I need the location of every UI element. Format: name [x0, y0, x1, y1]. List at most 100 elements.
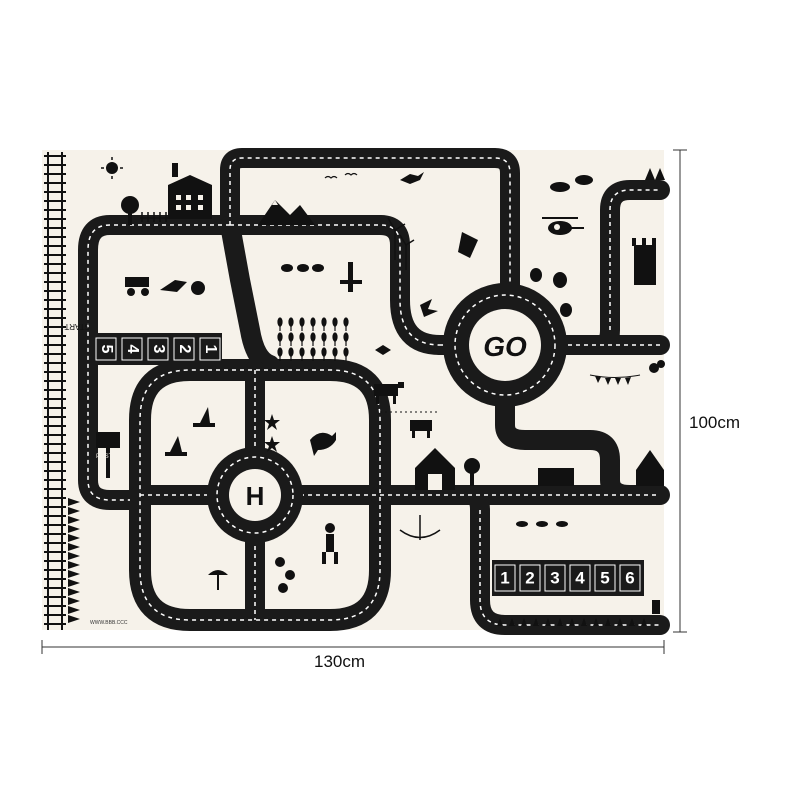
parking-slot: [519, 564, 541, 592]
small-tree: [521, 618, 527, 626]
footer-text: WWW.BBB.CCC: [90, 620, 128, 626]
sailboat-icon: [165, 407, 215, 456]
triangle-mark: [68, 552, 80, 560]
small-tree: [617, 618, 623, 626]
wheat-head: [310, 347, 316, 357]
wheat-head: [299, 332, 305, 342]
wheat-head: [277, 332, 283, 342]
cow-icon: [410, 420, 432, 438]
small-tree: [545, 618, 551, 626]
flag-bunting-icon: [458, 232, 478, 258]
footer-mark: [652, 600, 660, 614]
wheat-head: [332, 332, 338, 342]
mountain-icon: [258, 200, 315, 225]
dolphin-icon: [310, 432, 336, 456]
bird-icon: [420, 299, 438, 317]
wheat-head: [332, 347, 338, 357]
parking-slot: [121, 337, 143, 361]
small-tree: [605, 618, 611, 626]
wheat-head: [277, 347, 283, 357]
parking-number: 1: [500, 568, 509, 587]
triangle-mark: [68, 597, 80, 605]
circus-tent-icon: [636, 450, 664, 486]
wheat-head: [288, 347, 294, 357]
triangle-border: [68, 498, 80, 623]
parking-number: 4: [124, 345, 141, 354]
wheat-head: [332, 317, 338, 327]
fence-icon: [140, 212, 168, 222]
tree-icon: [464, 458, 480, 486]
star-icon: [264, 414, 280, 452]
tree-icon: [645, 168, 665, 180]
house-icon: [168, 163, 212, 219]
parking-number: 3: [550, 568, 559, 587]
small-tree: [569, 618, 575, 626]
small-tree: [641, 618, 647, 626]
triangle-mark: [68, 516, 80, 524]
parking-slot: [494, 564, 516, 592]
small-tree: [509, 618, 515, 626]
small-tree: [581, 618, 587, 626]
windmill-icon: [387, 217, 415, 270]
cow-icon: [374, 382, 404, 404]
wheat-icon: [277, 317, 349, 361]
width-label: 130cm: [314, 652, 366, 671]
parking-slot: [173, 337, 195, 361]
castle-icon: [632, 238, 656, 285]
person-icon: [340, 262, 362, 292]
tree-icon: [497, 618, 647, 626]
wheat-head: [299, 347, 305, 357]
triangle-mark: [68, 615, 80, 623]
triangle-mark: [68, 570, 80, 578]
bird-icon: [400, 172, 424, 184]
wheat-head: [343, 347, 349, 357]
parking-slot: [199, 337, 221, 361]
small-tree: [533, 618, 539, 626]
triangle-mark: [68, 498, 80, 506]
tractor-icon: [125, 277, 205, 296]
mailbox-icon: [96, 432, 120, 478]
triangle-mark: [68, 588, 80, 596]
parking-number: 5: [600, 568, 609, 587]
triangle-mark: [68, 525, 80, 533]
wheat-head: [288, 332, 294, 342]
log-pile-icon: [538, 468, 574, 486]
person-icon: [322, 523, 338, 564]
parking-slot: [594, 564, 616, 592]
barn-icon: [415, 448, 455, 490]
wheat-head: [343, 317, 349, 327]
cloud-icon: [550, 175, 593, 192]
height-dimension-line: [673, 149, 687, 633]
parking-slot: [544, 564, 566, 592]
parking-slot: [95, 337, 117, 361]
width-dimension-line: [41, 640, 665, 654]
triangle-mark: [68, 579, 80, 587]
post-label: POST: [96, 454, 113, 460]
flag-bunting-icon: [589, 374, 641, 385]
balloon-icon: [530, 268, 572, 317]
parking-number: 1: [202, 345, 219, 354]
wheat-head: [321, 332, 327, 342]
go-roundabout: [443, 283, 567, 407]
small-tree: [557, 618, 563, 626]
triangle-mark: [68, 507, 80, 515]
parking-number: 2: [176, 345, 193, 354]
parking-number: 5: [98, 345, 115, 354]
wheat-head: [321, 347, 327, 357]
swing-icon: [399, 515, 441, 540]
parking-slot: [569, 564, 591, 592]
helicopter-icon: [542, 217, 584, 235]
umbrella-icon: [208, 570, 228, 590]
small-tree: [593, 618, 599, 626]
sun-icon: [101, 157, 123, 179]
bird-icon: [324, 172, 358, 179]
wheat-head: [310, 332, 316, 342]
parking-slot: [619, 564, 641, 592]
bush-icon: [375, 345, 391, 355]
parking-slot: [147, 337, 169, 361]
bush-icon: [281, 264, 324, 272]
triangle-mark: [68, 543, 80, 551]
helipad-roundabout: [207, 447, 303, 543]
wheat-head: [288, 317, 294, 327]
